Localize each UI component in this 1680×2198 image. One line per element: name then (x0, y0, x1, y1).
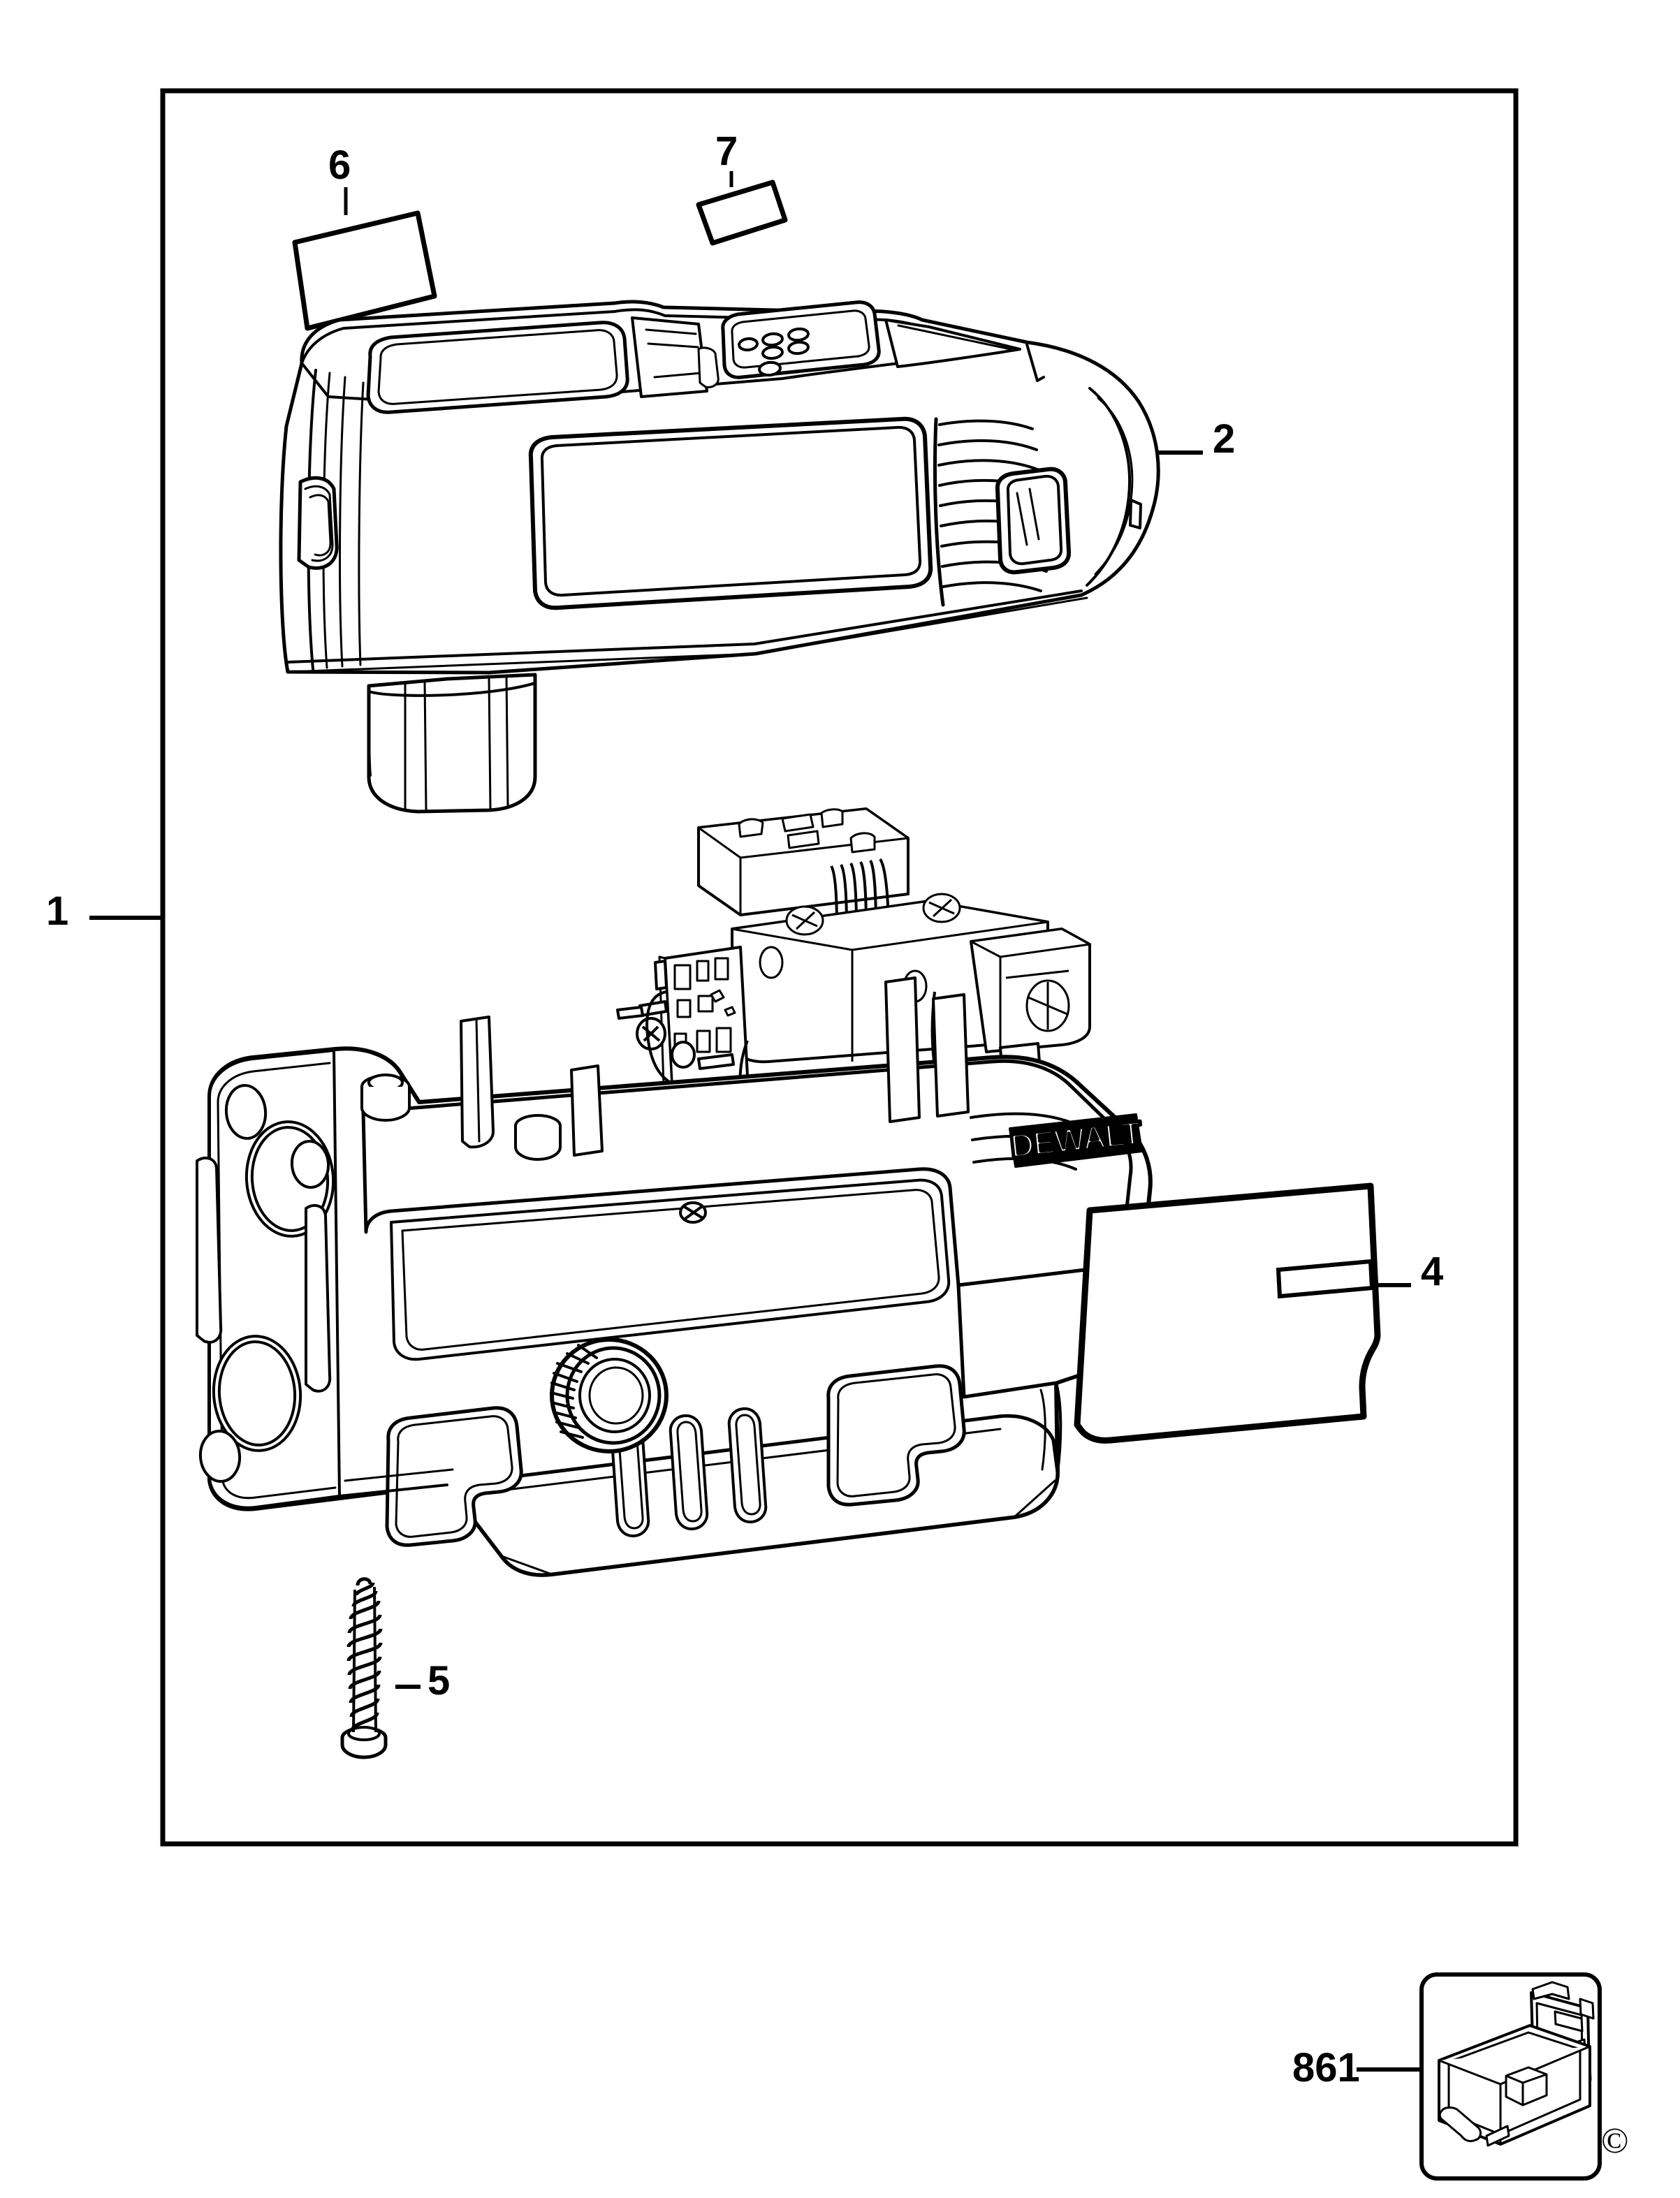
foot-cap (367, 682, 536, 697)
skirt-recess-left (385, 1406, 523, 1547)
upper-housing-bottom-edge2 (288, 596, 1088, 673)
skirt-recess-right (826, 1364, 966, 1507)
upper-housing-bottom-edge (286, 589, 1083, 664)
base-front-chamfer (500, 1555, 553, 1576)
skirt-recess-left-inner (395, 1415, 513, 1538)
knob-center (588, 1366, 644, 1425)
screw-part (340, 1577, 388, 1759)
upper-housing-bridge-inner (645, 328, 703, 379)
base-cavity-inner2 (401, 1189, 940, 1351)
screw-head-inner (347, 1726, 381, 1741)
top-recess-window-inner (377, 329, 618, 405)
foot-line-5 (505, 675, 509, 807)
upper-housing-cover (279, 300, 1160, 814)
internal-electronics-assembly (616, 807, 1091, 1123)
label-plate-outline (1074, 1182, 1381, 1444)
label-plate-window (1276, 1259, 1375, 1299)
base-right-chamfer (1013, 1479, 1056, 1518)
screw-head-body (340, 1738, 388, 1759)
screw-tip (356, 1577, 372, 1586)
right-edge-curve2 (1094, 397, 1134, 576)
knob-knurling (550, 1344, 598, 1439)
hole-small-top (224, 1084, 268, 1140)
left-edge-curve4 (358, 381, 365, 666)
base-cavity-inner (390, 1178, 951, 1361)
right-module-detail (1005, 969, 1070, 1032)
foot-line-1 (367, 686, 372, 777)
pcb-components (673, 957, 736, 1053)
screw-shaft-left (352, 1589, 356, 1733)
case-handle (1438, 2107, 1482, 2143)
vent-area-border (933, 417, 945, 607)
base-bottom-edge2 (344, 1468, 454, 1482)
case-lid-handle (1531, 1981, 1570, 2000)
skirt-recess-right-inner (836, 1373, 956, 1497)
cavity-post-right2 (932, 993, 970, 1118)
base-left-face-inner (217, 1062, 331, 1104)
base-right-edge2 (1039, 1389, 1046, 1471)
screw-shaft-right (373, 1586, 377, 1733)
callout-label-4: 4 (1421, 1249, 1444, 1294)
left-grip-slot2 (304, 485, 334, 562)
cavity-post-left2 (475, 1018, 481, 1143)
callout-label-2: 2 (1213, 416, 1236, 462)
diagram-frame (160, 88, 1519, 1847)
upper-housing-shoulder (884, 318, 1021, 368)
left-grip-slot3 (309, 494, 332, 557)
hole-small-mid (290, 1140, 330, 1189)
upper-housing-shoulder2 (897, 324, 1012, 351)
warning-label-large (292, 210, 437, 331)
pcb-frame-left (654, 960, 668, 990)
hole-small-bottom (198, 1430, 242, 1483)
right-edge-notch (1129, 499, 1142, 529)
label-plate (1074, 1182, 1381, 1444)
upper-housing-foot (367, 673, 537, 814)
callout-label-5: 5 (428, 1658, 451, 1704)
foot-line-3 (423, 680, 428, 813)
case-latch-front (1485, 2125, 1510, 2147)
electronics-body-top (731, 900, 1049, 951)
case-lid-slot (1554, 2010, 1584, 2032)
base-bottom-edge (338, 1483, 448, 1497)
left-edge-curve3 (339, 376, 346, 668)
lower-housing-base: DEWALT (196, 976, 1153, 1577)
base-right-edge (1055, 1382, 1062, 1474)
callout-label-7: 7 (715, 129, 738, 174)
right-top-notch (1025, 343, 1045, 382)
base-top-boss (360, 1074, 411, 1122)
front-window-inner (540, 425, 922, 597)
logo-background (1009, 1113, 1143, 1168)
callout-label-861: 861 (1292, 2045, 1360, 2090)
callout-label-6: 6 (328, 142, 351, 188)
base-top-boss-2 (514, 1114, 562, 1161)
right-module-top (970, 928, 1091, 958)
keypad-buttons (738, 327, 810, 377)
carrying-case-icon (1419, 1972, 1602, 2181)
upper-housing-bridge (631, 316, 708, 398)
cavity-post-right (884, 976, 921, 1123)
hole-large-bottom-inner (217, 1340, 297, 1446)
top-components (738, 808, 876, 853)
foot-line-4 (488, 676, 492, 812)
cavity-boss (679, 1201, 707, 1224)
base-left-face-slots (196, 1156, 332, 1393)
adjustment-knob (550, 1338, 669, 1453)
copyright-symbol: © (1601, 2121, 1629, 2161)
upper-housing-bridge-detail (697, 346, 720, 388)
callout-label-1: 1 (46, 888, 69, 934)
cavity-post-mid (570, 1064, 604, 1157)
warning-label-small (696, 179, 788, 246)
case-lid-latch (1579, 1998, 1595, 2020)
right-side-window-hatch (1016, 488, 1040, 546)
